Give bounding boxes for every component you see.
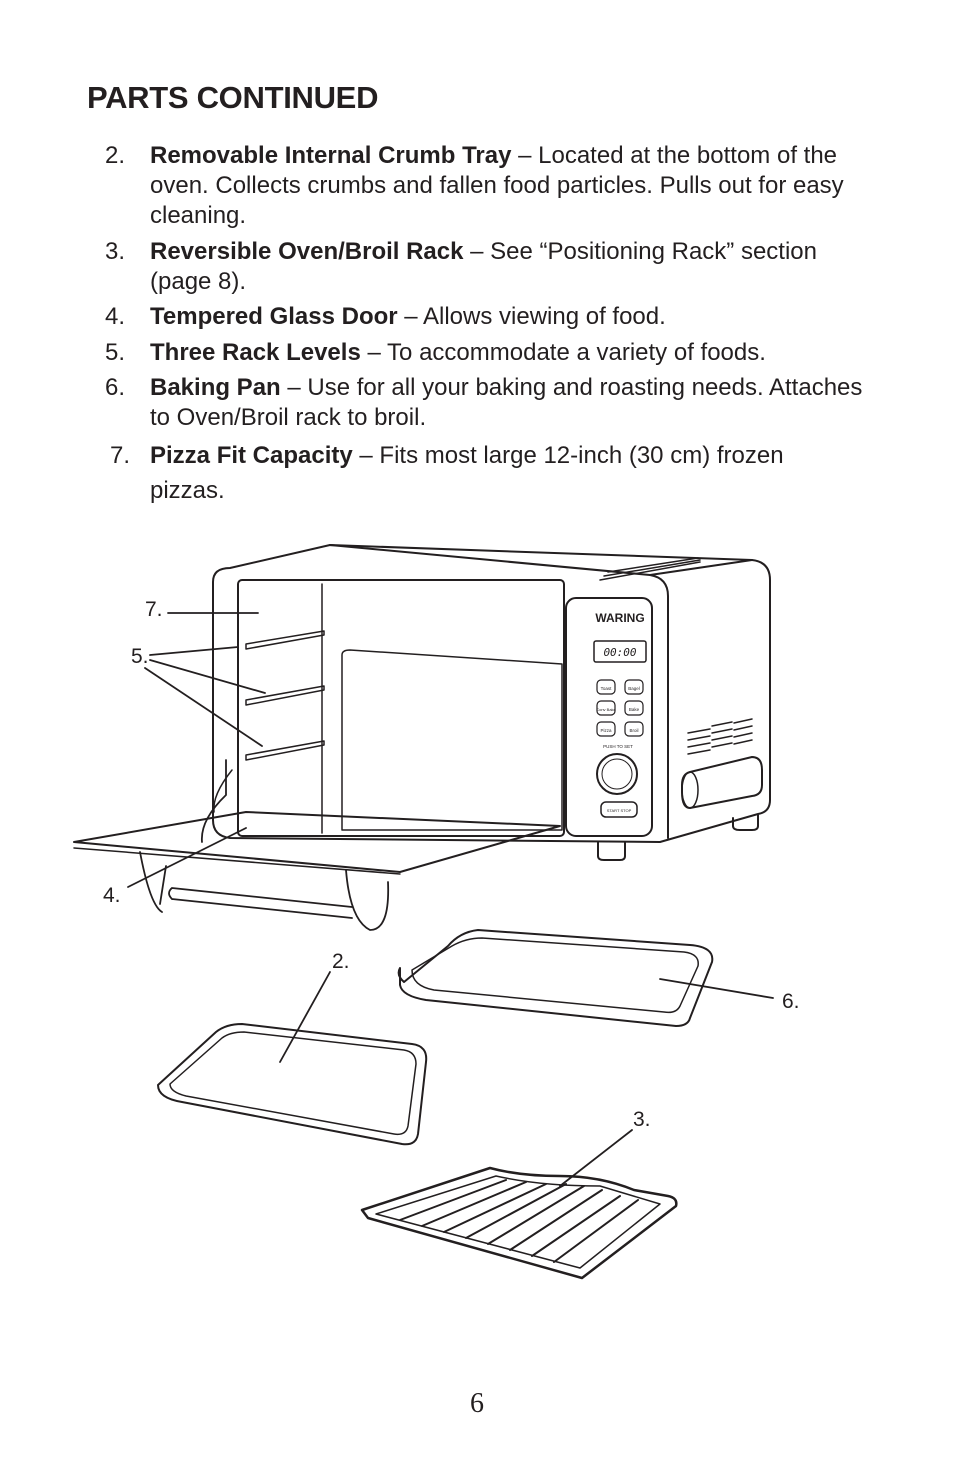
callout-4: 4.	[103, 884, 121, 907]
callout-3: 3.	[633, 1108, 651, 1131]
list-item-crumb-tray: 2. Removable Internal Crumb Tray – Locat…	[105, 142, 844, 229]
start-stop-label: START STOP	[607, 808, 632, 813]
list-item-broil-rack: 3. Reversible Oven/Broil Rack – See “Pos…	[105, 238, 817, 295]
crumb-tray	[157, 1023, 428, 1146]
broil-button-label: Broil	[629, 728, 638, 733]
oven-display-readout: 00:00	[603, 646, 636, 659]
pizza-button-label: Pizza	[600, 728, 612, 733]
callout-7: 7.	[145, 598, 163, 621]
oven-door	[73, 759, 561, 931]
list-item-baking-pan: 6. Baking Pan – Use for all your baking …	[105, 374, 863, 431]
list-item-rack-levels: 5. Three Rack Levels – To accommodate a …	[105, 339, 766, 366]
knob-label: PUSH TO SET	[603, 744, 633, 749]
oven-brand-logo: WARING	[595, 611, 644, 625]
list-item-pizza-capacity: 7. Pizza Fit Capacity – Fits most large …	[110, 442, 784, 504]
callout-5: 5.	[131, 645, 149, 668]
baking-pan	[397, 929, 714, 1027]
bake-button-label: Bake	[629, 707, 640, 712]
conv-bake-button-label: Conv Bake	[596, 707, 616, 712]
oven-broil-rack	[360, 1166, 678, 1280]
bagel-button-label: Bagel	[628, 686, 640, 691]
page-number: 6	[470, 1388, 484, 1419]
toast-button-label: Toast	[601, 686, 613, 691]
callout-leader-lines	[127, 612, 774, 1187]
callout-2: 2.	[332, 950, 350, 973]
page-heading: PARTS CONTINUED	[87, 80, 379, 115]
list-item-glass-door: 4. Tempered Glass Door – Allows viewing …	[105, 303, 666, 330]
callout-6: 6.	[782, 990, 800, 1013]
oven-body	[212, 544, 771, 861]
